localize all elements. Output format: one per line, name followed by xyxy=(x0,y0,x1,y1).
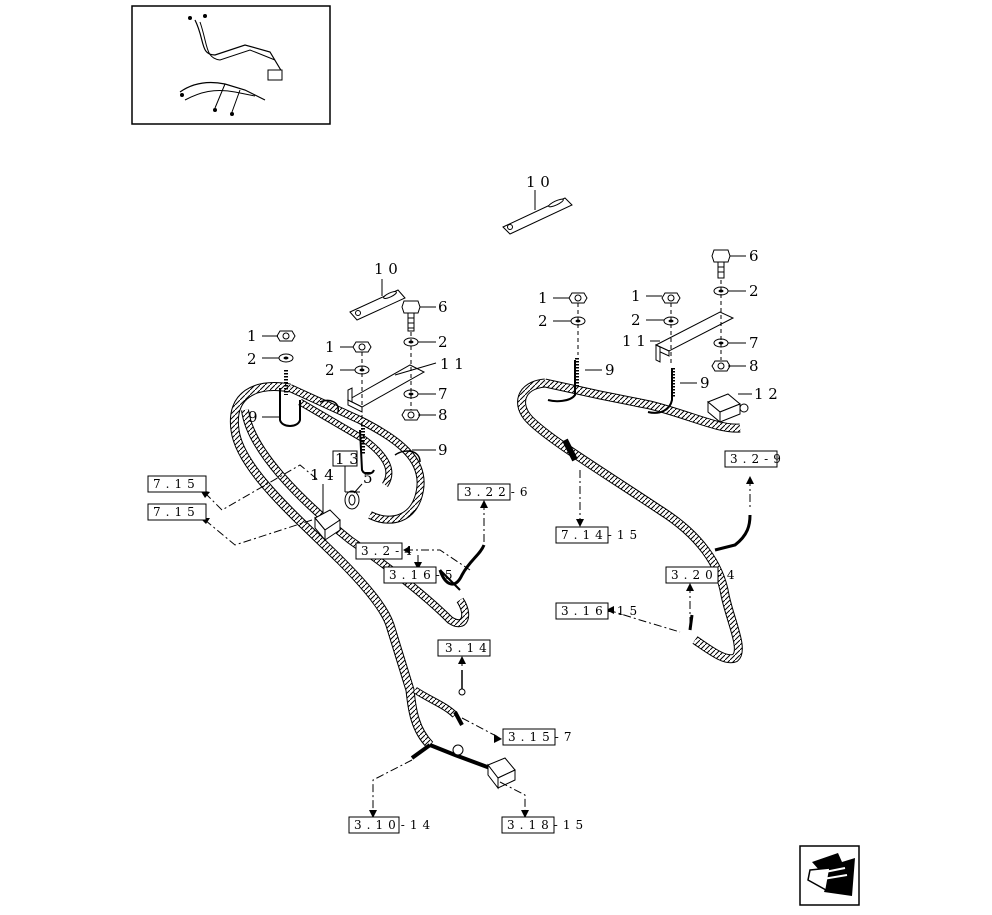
reference-text: 7 . 1 5 xyxy=(153,477,195,491)
part-5-label: 5 xyxy=(363,469,373,487)
reference-text: 3 . 2 - 4 xyxy=(361,544,412,558)
reference-3-2-4[interactable]: 3 . 2 - 4 xyxy=(355,542,412,560)
reference-text: 3 . 1 5 - 7 xyxy=(508,730,572,744)
part-1-label: 1 xyxy=(538,289,548,307)
part-8-label: 8 xyxy=(438,406,448,424)
reference-text: 7 . 1 5 xyxy=(153,505,195,519)
left-hardware xyxy=(262,279,437,512)
reference-text: 3 . 1 8 - 1 5 xyxy=(507,818,584,832)
part-10-label: 1 0 xyxy=(526,173,550,191)
reference-text: 3 . 2 2 - 6 xyxy=(464,485,528,499)
left-harness xyxy=(229,370,516,790)
reference-3-22-6[interactable]: 3 . 2 2 - 6 xyxy=(457,483,528,501)
reference-7-14-15[interactable]: 7 . 1 4 - 1 5 xyxy=(555,526,638,544)
part-6-label: 6 xyxy=(749,247,759,265)
reference-7-15-b[interactable]: 7 . 1 5 xyxy=(147,503,207,521)
connector-block xyxy=(487,757,516,790)
right-harness xyxy=(517,358,752,664)
part-2-label: 2 xyxy=(749,282,759,300)
right-hardware xyxy=(553,249,752,395)
reference-leaders xyxy=(204,464,751,815)
reference-3-15-7[interactable]: 3 . 1 5 - 7 xyxy=(502,728,572,746)
part-1-label: 1 xyxy=(631,287,641,305)
part-8-label: 8 xyxy=(749,357,759,375)
part-12-label: 1 2 xyxy=(754,385,778,403)
part-7-label: 7 xyxy=(438,385,448,403)
part-2-label: 2 xyxy=(325,361,335,379)
reference-3-10-14[interactable]: 3 . 1 0 - 1 4 xyxy=(348,816,431,834)
part-2-label: 2 xyxy=(247,350,257,368)
reference-3-14[interactable]: 3 . 1 4 xyxy=(437,639,491,657)
part-number-labels: 1 0 1 0 1 2 1 2 6 2 1 1 7 8 9 9 1 4 5 1 … xyxy=(247,173,778,487)
reference-3-20-4[interactable]: 3 . 2 0 - 4 xyxy=(665,566,735,584)
previous-page-arrow-icon[interactable] xyxy=(799,845,860,906)
reference-3-2-9[interactable]: 3 . 2 - 9 xyxy=(724,450,781,468)
part-9-label: 9 xyxy=(248,408,258,426)
reference-3-16-5[interactable]: 3 . 1 6 - 5 xyxy=(383,566,453,584)
part-1-label: 1 xyxy=(325,338,335,356)
reference-text: 3 . 1 4 xyxy=(445,641,487,655)
reference-text: 7 . 1 4 - 1 5 xyxy=(561,528,638,542)
part-9-label: 9 xyxy=(605,361,615,379)
reference-text: 3 . 1 0 - 1 4 xyxy=(354,818,431,832)
part-11-label: 1 1 xyxy=(440,355,464,373)
part-2-label: 2 xyxy=(631,311,641,329)
part-9-label: 9 xyxy=(438,441,448,459)
part-1-label: 1 xyxy=(247,327,257,345)
part-9-label: 9 xyxy=(700,374,710,392)
part-2-label: 2 xyxy=(438,333,448,351)
part-11-label: 1 1 xyxy=(622,332,646,350)
harness-thumbnail-icon[interactable] xyxy=(131,5,331,125)
reference-text: 3 . 2 0 - 4 xyxy=(671,568,735,582)
part-7-label: 7 xyxy=(749,334,759,352)
reference-3-16-15[interactable]: 3 . 1 6 - 1 5 xyxy=(555,602,638,620)
reference-text: 3 . 1 6 - 5 xyxy=(389,568,453,582)
part-2-label: 2 xyxy=(538,312,548,330)
reference-3-18-15[interactable]: 3 . 1 8 - 1 5 xyxy=(501,816,584,834)
reference-text: 3 . 2 - 9 xyxy=(730,452,781,466)
part-10-label: 1 0 xyxy=(374,260,398,278)
part-13-box: 1 3 xyxy=(332,450,359,468)
part-6-label: 6 xyxy=(438,298,448,316)
reference-text: 3 . 1 6 - 1 5 xyxy=(561,604,638,618)
part-14-label: 1 4 xyxy=(310,466,334,484)
reference-7-15-a[interactable]: 7 . 1 5 xyxy=(147,475,207,493)
part-13-label: 1 3 xyxy=(335,450,359,468)
strap-top xyxy=(502,190,573,235)
